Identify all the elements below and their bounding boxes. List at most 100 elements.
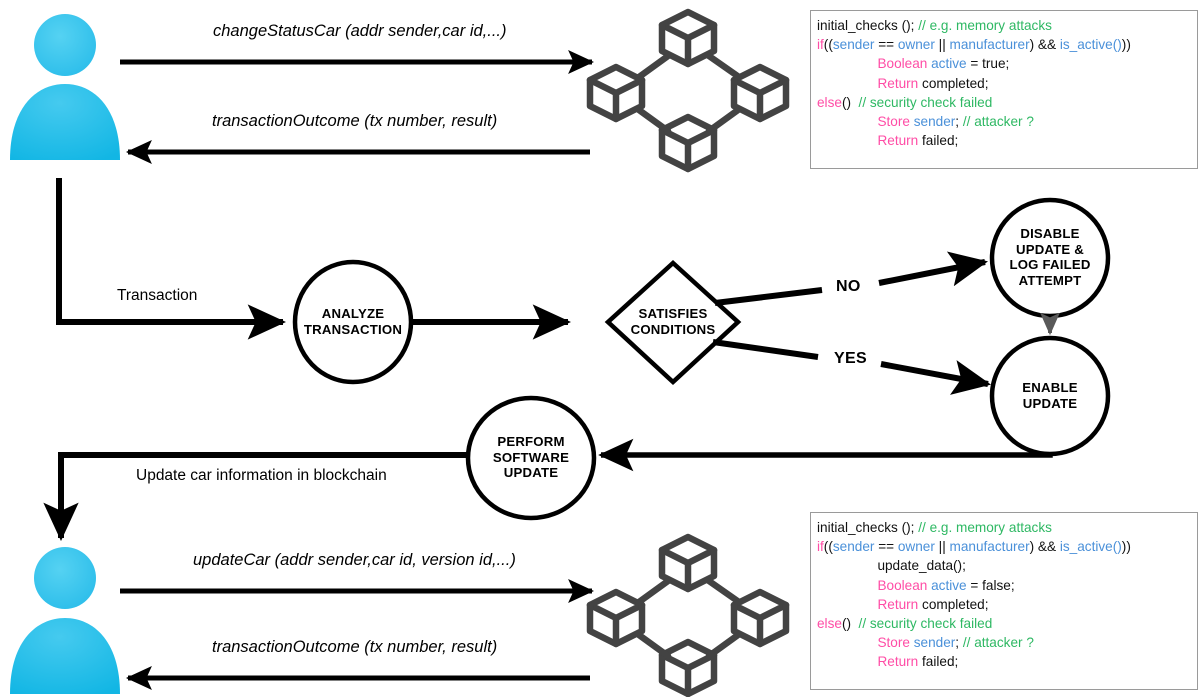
label-analyze-transaction: ANALYZE TRANSACTION (303, 306, 403, 337)
code-token (817, 76, 877, 91)
code-token: = false; (966, 577, 1015, 593)
code-token: Boolean (877, 577, 928, 593)
code-token: completed; (918, 596, 989, 612)
code-token: ) && (1029, 37, 1060, 53)
label-transaction-outcome-bottom: transactionOutcome (tx number, result) (212, 638, 498, 656)
code-token: Return (877, 75, 919, 91)
code-token: sender (832, 37, 875, 53)
label-change-status-car: changeStatusCar (addr sender,car id,...) (213, 22, 507, 40)
label-transaction: Transaction (117, 287, 198, 304)
code-token: active (931, 577, 967, 593)
code-token: // e.g. memory attacks (918, 18, 1052, 33)
code-token (817, 635, 877, 650)
avatar-body (10, 84, 120, 160)
code-token: Store (877, 635, 914, 651)
label-branch-no: NO (836, 278, 861, 295)
code-token: update_data(); (877, 558, 966, 574)
code-token: Return (877, 654, 919, 670)
code-token: else (817, 94, 842, 110)
blockchain-icon-top (586, 8, 790, 173)
code-line: Store sender; // attacker ? (817, 633, 1197, 652)
code-line: Boolean active = true; (817, 54, 1197, 73)
code-token (817, 114, 877, 129)
code-token: sender (913, 114, 956, 130)
code-token: manufacturer (949, 539, 1030, 555)
code-line: if((sender == owner || manufacturer) && … (817, 537, 1197, 556)
label-branch-yes: YES (834, 350, 867, 367)
code-token: completed; (918, 75, 989, 91)
code-token: || (934, 37, 950, 53)
code-token: )) (1121, 37, 1131, 53)
avatar-body (10, 618, 120, 694)
connector-enable-to-perform (598, 438, 1053, 472)
branch-no-seg1 (714, 287, 823, 306)
code-token: // attacker ? (962, 114, 1034, 130)
code-token: is_active() (1059, 37, 1122, 53)
code-token: // attacker ? (962, 635, 1034, 651)
code-token: failed; (918, 654, 959, 670)
label-update-car-info: Update car information in blockchain (136, 467, 387, 484)
code-token: is_active() (1059, 539, 1122, 555)
label-disable-update: DISABLE UPDATE & LOG FAILED ATTEMPT (1009, 226, 1091, 288)
code-token: owner (897, 37, 935, 53)
code-token: ; (955, 635, 963, 651)
code-token: Return (877, 133, 919, 149)
code-line: initial_checks (); // e.g. memory attack… (817, 16, 1197, 35)
code-line: update_data(); (817, 556, 1197, 575)
code-token (817, 133, 877, 148)
code-token: // e.g. memory attacks (918, 520, 1052, 535)
code-token: Return (877, 596, 919, 612)
code-token (817, 56, 877, 71)
code-token: else (817, 616, 842, 632)
code-token (817, 558, 877, 573)
branch-yes-seg2 (880, 360, 992, 395)
label-enable-update: ENABLE UPDATE (1022, 380, 1078, 411)
code-token: ; (955, 114, 963, 130)
avatar-bottom (10, 547, 120, 694)
code-token: // security check failed (858, 616, 993, 632)
code-token: if (817, 37, 824, 53)
code-token: owner (897, 539, 935, 555)
code-token (817, 654, 877, 669)
code-token: Store (877, 114, 914, 130)
connector-transaction-in (56, 178, 287, 340)
code-token: || (934, 539, 950, 555)
avatar-head (34, 14, 96, 76)
code-token: failed; (918, 133, 959, 149)
code-token: active (931, 56, 967, 72)
code-token: manufacturer (949, 37, 1030, 53)
label-update-car: updateCar (addr sender,car id, version i… (193, 551, 516, 569)
label-transaction-outcome-top: transactionOutcome (tx number, result) (212, 112, 498, 130)
code-token: )) (1121, 539, 1131, 555)
code-token: () (841, 616, 859, 632)
code-token: sender (832, 539, 875, 555)
avatar-top (10, 14, 120, 160)
code-token (817, 597, 877, 612)
code-line: initial_checks (); // e.g. memory attack… (817, 518, 1197, 537)
code-line: else() // security check failed (817, 614, 1197, 633)
code-token: if (817, 539, 824, 555)
code-token (817, 578, 877, 593)
label-satisfies-conditions: SATISFIES CONDITIONS (630, 306, 716, 337)
code-token: == (874, 37, 898, 53)
code-line: Return failed; (817, 131, 1197, 150)
code-line: Store sender; // attacker ? (817, 112, 1197, 131)
code-token: () (841, 94, 859, 110)
code-line: if((sender == owner || manufacturer) && … (817, 35, 1197, 54)
connector-update-to-user (43, 452, 468, 542)
code-token: initial_checks (); (817, 18, 915, 33)
code-token: ) && (1029, 539, 1060, 555)
avatar-head (34, 547, 96, 609)
branch-yes-seg1 (712, 339, 819, 360)
code-line: Return failed; (817, 652, 1197, 671)
code-line: Boolean active = false; (817, 576, 1197, 595)
code-block-change-status: initial_checks (); // e.g. memory attack… (810, 10, 1198, 169)
code-token: == (874, 539, 898, 555)
code-token: initial_checks (); (817, 520, 915, 535)
label-perform-software-update: PERFORM SOFTWARE UPDATE (492, 434, 570, 480)
code-token: (( (823, 37, 833, 53)
code-line: Return completed; (817, 595, 1197, 614)
code-token: sender (913, 635, 956, 651)
